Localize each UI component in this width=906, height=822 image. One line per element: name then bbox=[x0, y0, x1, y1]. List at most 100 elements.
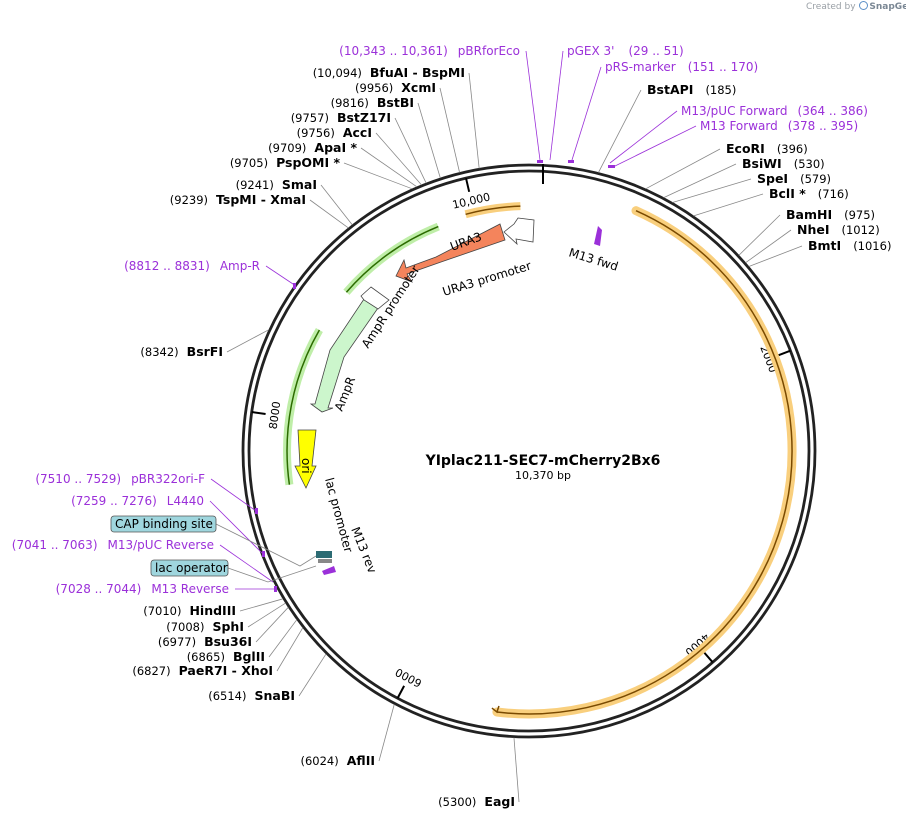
site-left-name: HindIII bbox=[189, 603, 236, 618]
tick-mark bbox=[396, 685, 406, 699]
primer-mark-pbrforeco bbox=[537, 160, 543, 163]
site-right-position: (530) bbox=[794, 157, 825, 171]
site-right-position: (975) bbox=[844, 208, 875, 222]
leader-line bbox=[394, 117, 427, 184]
m13-fwd-mark bbox=[594, 226, 602, 246]
cap-mark bbox=[318, 559, 332, 563]
tick-mark bbox=[776, 349, 791, 357]
cap-binding-site-box bbox=[110, 515, 217, 533]
site-left-position: (9241) bbox=[236, 178, 274, 192]
primer-marks bbox=[255, 160, 615, 592]
primer-name: M13 Reverse bbox=[151, 582, 229, 596]
leader-line bbox=[320, 184, 353, 226]
site-left-name: BfuAI - BspMI bbox=[370, 65, 465, 80]
site-left-name: Bsu36I bbox=[204, 634, 252, 649]
lac-promoter-label: lac promoter bbox=[322, 476, 355, 554]
site-left-name: ApaI * bbox=[314, 140, 357, 155]
leader-line bbox=[598, 89, 642, 173]
site-left-position: (6865) bbox=[187, 650, 225, 664]
leader-line bbox=[748, 245, 803, 267]
boxed-labels: CAP binding site lac operator bbox=[110, 515, 229, 577]
primer-mark-pbr322 bbox=[255, 508, 258, 514]
site-left-name: BglII bbox=[233, 649, 265, 664]
site-left-position: (9816) bbox=[331, 96, 369, 110]
site-labels: BstAPI(185)EcoRI(396)BsiWI(530)SpeI(579)… bbox=[12, 44, 892, 809]
snapgene-credit: Created by SnapGene bbox=[806, 1, 906, 12]
primer-position: (151 .. 170) bbox=[688, 60, 758, 74]
primer-leader bbox=[609, 110, 678, 164]
site-left-position: (9239) bbox=[170, 193, 208, 207]
leader-line bbox=[276, 627, 304, 672]
primer-name: pRS-marker bbox=[605, 60, 676, 74]
primer-mark-pgex bbox=[568, 160, 574, 163]
site-right-name: BamHI bbox=[786, 207, 832, 222]
primer-name: L4440 bbox=[167, 494, 204, 508]
leader-line bbox=[672, 178, 752, 203]
green-feature-1-arrow bbox=[345, 225, 439, 293]
site-left-name: AccI bbox=[343, 125, 372, 140]
site-right-name: BsiWI bbox=[742, 156, 782, 171]
cap-binding-site-label: CAP binding site bbox=[115, 517, 213, 531]
leader-line bbox=[375, 132, 422, 186]
green-feature-2-arrow bbox=[286, 329, 321, 485]
ura3-promoter-label: URA3 promoter bbox=[441, 259, 533, 299]
tick-mark bbox=[251, 411, 266, 415]
site-right-position: (1016) bbox=[853, 239, 891, 253]
site-left-position: (6977) bbox=[158, 635, 196, 649]
site-right-name: SpeI bbox=[757, 171, 788, 186]
leader-line bbox=[513, 737, 520, 803]
site-left-position: (9756) bbox=[297, 126, 335, 140]
leader-line bbox=[226, 329, 270, 353]
site-left-name: AflII bbox=[347, 753, 375, 768]
site-left-name: SphI bbox=[212, 619, 244, 634]
leader-line bbox=[309, 199, 349, 229]
leader-line bbox=[378, 704, 395, 762]
lac-operator-mark bbox=[316, 551, 332, 558]
leader-line bbox=[247, 602, 286, 628]
site-left-position: (7010) bbox=[143, 604, 181, 618]
primer-name: Amp-R bbox=[220, 259, 260, 273]
site-right-name: BmtI bbox=[808, 238, 841, 253]
lac-operator-box bbox=[150, 559, 229, 577]
plasmid-name: YIplac211-SEC7-mCherry2Bx6 bbox=[425, 453, 661, 469]
primer-mark-m13rev bbox=[274, 586, 277, 592]
primer-name: M13/pUC Forward bbox=[681, 104, 788, 118]
primer-position: (378 .. 395) bbox=[788, 119, 858, 133]
primer-leader bbox=[571, 66, 602, 161]
primer-position: (29 .. 51) bbox=[628, 44, 683, 58]
leader-line bbox=[645, 148, 721, 190]
primer-name: M13 Forward bbox=[700, 119, 778, 133]
ura3-promoter-arrow bbox=[503, 217, 535, 246]
small-orange-feature bbox=[464, 202, 521, 219]
ura3-arrow bbox=[395, 223, 506, 283]
cap-leader bbox=[215, 523, 317, 567]
site-left-position: (6024) bbox=[301, 754, 339, 768]
green-feature-1 bbox=[343, 222, 440, 295]
site-left-name: TspMI - XmaI bbox=[216, 192, 306, 207]
primer-position: (7028 .. 7044) bbox=[56, 582, 142, 596]
primer-leader bbox=[209, 500, 264, 555]
leader-line bbox=[417, 102, 441, 179]
leader-line bbox=[468, 72, 480, 169]
site-left-name: BstBI bbox=[377, 95, 414, 110]
site-left-name: PspOMI * bbox=[276, 155, 340, 170]
site-left-name: XcmI bbox=[401, 80, 436, 95]
small-orange-arrow bbox=[465, 205, 521, 216]
site-right-position: (185) bbox=[705, 83, 736, 97]
leader-line bbox=[738, 214, 781, 256]
credit-prefix: Created by bbox=[806, 2, 856, 12]
leader-line bbox=[745, 229, 792, 264]
site-left-name: SmaI bbox=[282, 177, 317, 192]
primer-mark-ampr bbox=[293, 283, 296, 289]
primer-leader bbox=[219, 544, 274, 583]
primer-leader bbox=[525, 50, 541, 161]
leader-line bbox=[693, 193, 764, 217]
plasmid-size: 10,370 bp bbox=[515, 469, 571, 482]
inner-features: URA3 URA3 promoter AmpR AmpR promoter or… bbox=[283, 202, 620, 575]
backbone bbox=[241, 163, 817, 739]
primer-position: (7510 .. 7529) bbox=[35, 472, 121, 486]
tick-label: 6000 bbox=[393, 665, 424, 690]
site-right-name: EcoRI bbox=[726, 141, 765, 156]
primer-position: (364 .. 386) bbox=[798, 104, 868, 118]
leader-line bbox=[298, 653, 327, 697]
